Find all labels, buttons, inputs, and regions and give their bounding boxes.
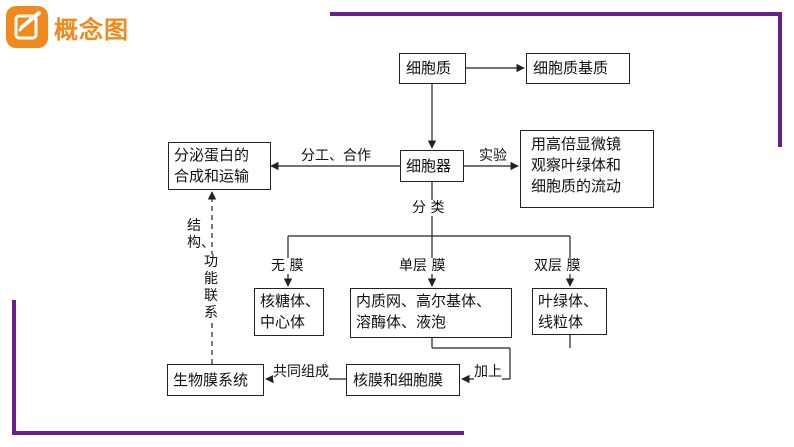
- label-structure-function-link-1: 结构、: [187, 218, 215, 252]
- label-no-membrane: 无 膜: [271, 258, 304, 274]
- node-nuclear-and-cell-membrane: 核膜和细胞膜: [346, 364, 460, 396]
- label-experiment: 实验: [479, 148, 507, 164]
- node-experiment-result: 用高倍显微镜 观察叶绿体和 细胞质的流动: [520, 130, 654, 208]
- node-double-membrane: 叶绿体、 线粒体: [532, 288, 607, 335]
- label-single-layer: 单层 膜: [399, 258, 446, 274]
- node-single-membrane: 内质网、高尔基体、 溶酶体、液泡: [350, 288, 512, 338]
- frame-bottom-line: [12, 431, 464, 435]
- label-together-compose: 共同组成: [273, 364, 329, 380]
- pencil-check-icon: [6, 6, 48, 48]
- label-add: 加上: [474, 364, 502, 380]
- node-cytoplasmic-matrix: 细胞质基质: [526, 53, 630, 84]
- frame-left-line: [12, 300, 16, 435]
- frame-right-line: [778, 12, 782, 147]
- label-structure-function-link-2: 功能联系: [204, 254, 220, 322]
- node-cytoplasm: 细胞质: [399, 53, 466, 84]
- node-no-membrane: 核糖体、 中心体: [254, 288, 324, 336]
- label-division-cooperation: 分工、合作: [301, 148, 371, 164]
- label-classify: 分 类: [412, 200, 445, 216]
- node-biomembrane-system: 生物膜系统: [167, 364, 264, 396]
- node-secretory-protein: 分泌蛋白的 合成和运输: [168, 142, 271, 190]
- frame-top-line: [330, 12, 782, 16]
- page-title: 概念图: [54, 16, 129, 44]
- node-organelles: 细胞器: [400, 150, 464, 182]
- label-double-layer: 双层 膜: [534, 258, 581, 274]
